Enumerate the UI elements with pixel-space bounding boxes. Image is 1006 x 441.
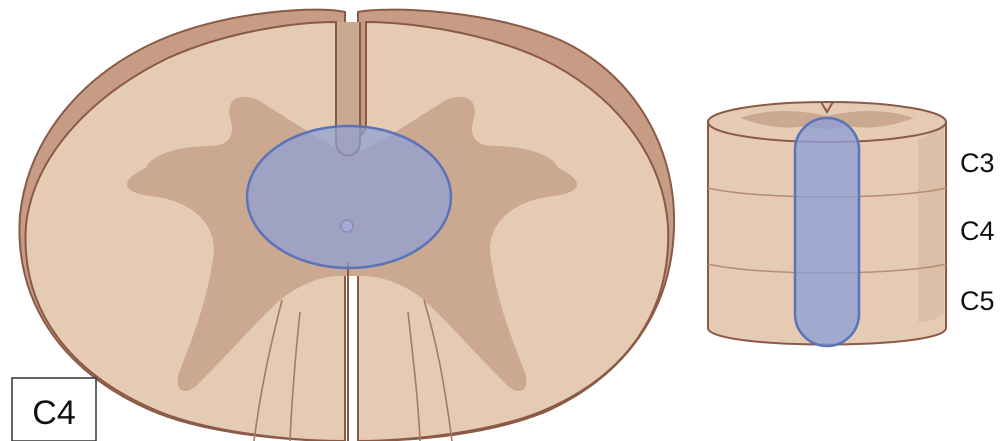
section-label: C4 (12, 378, 96, 441)
cross-section: C4 (12, 10, 674, 441)
lesion-column (795, 118, 859, 346)
level-label-c5: C5 (960, 286, 995, 316)
cord-segment: C3 C4 C5 (708, 102, 995, 346)
level-label-c4: C4 (960, 216, 995, 246)
section-label-text: C4 (32, 394, 75, 432)
lesion-highlight (247, 126, 451, 268)
cord-segment-shade (918, 126, 944, 322)
level-label-c3: C3 (960, 148, 995, 178)
